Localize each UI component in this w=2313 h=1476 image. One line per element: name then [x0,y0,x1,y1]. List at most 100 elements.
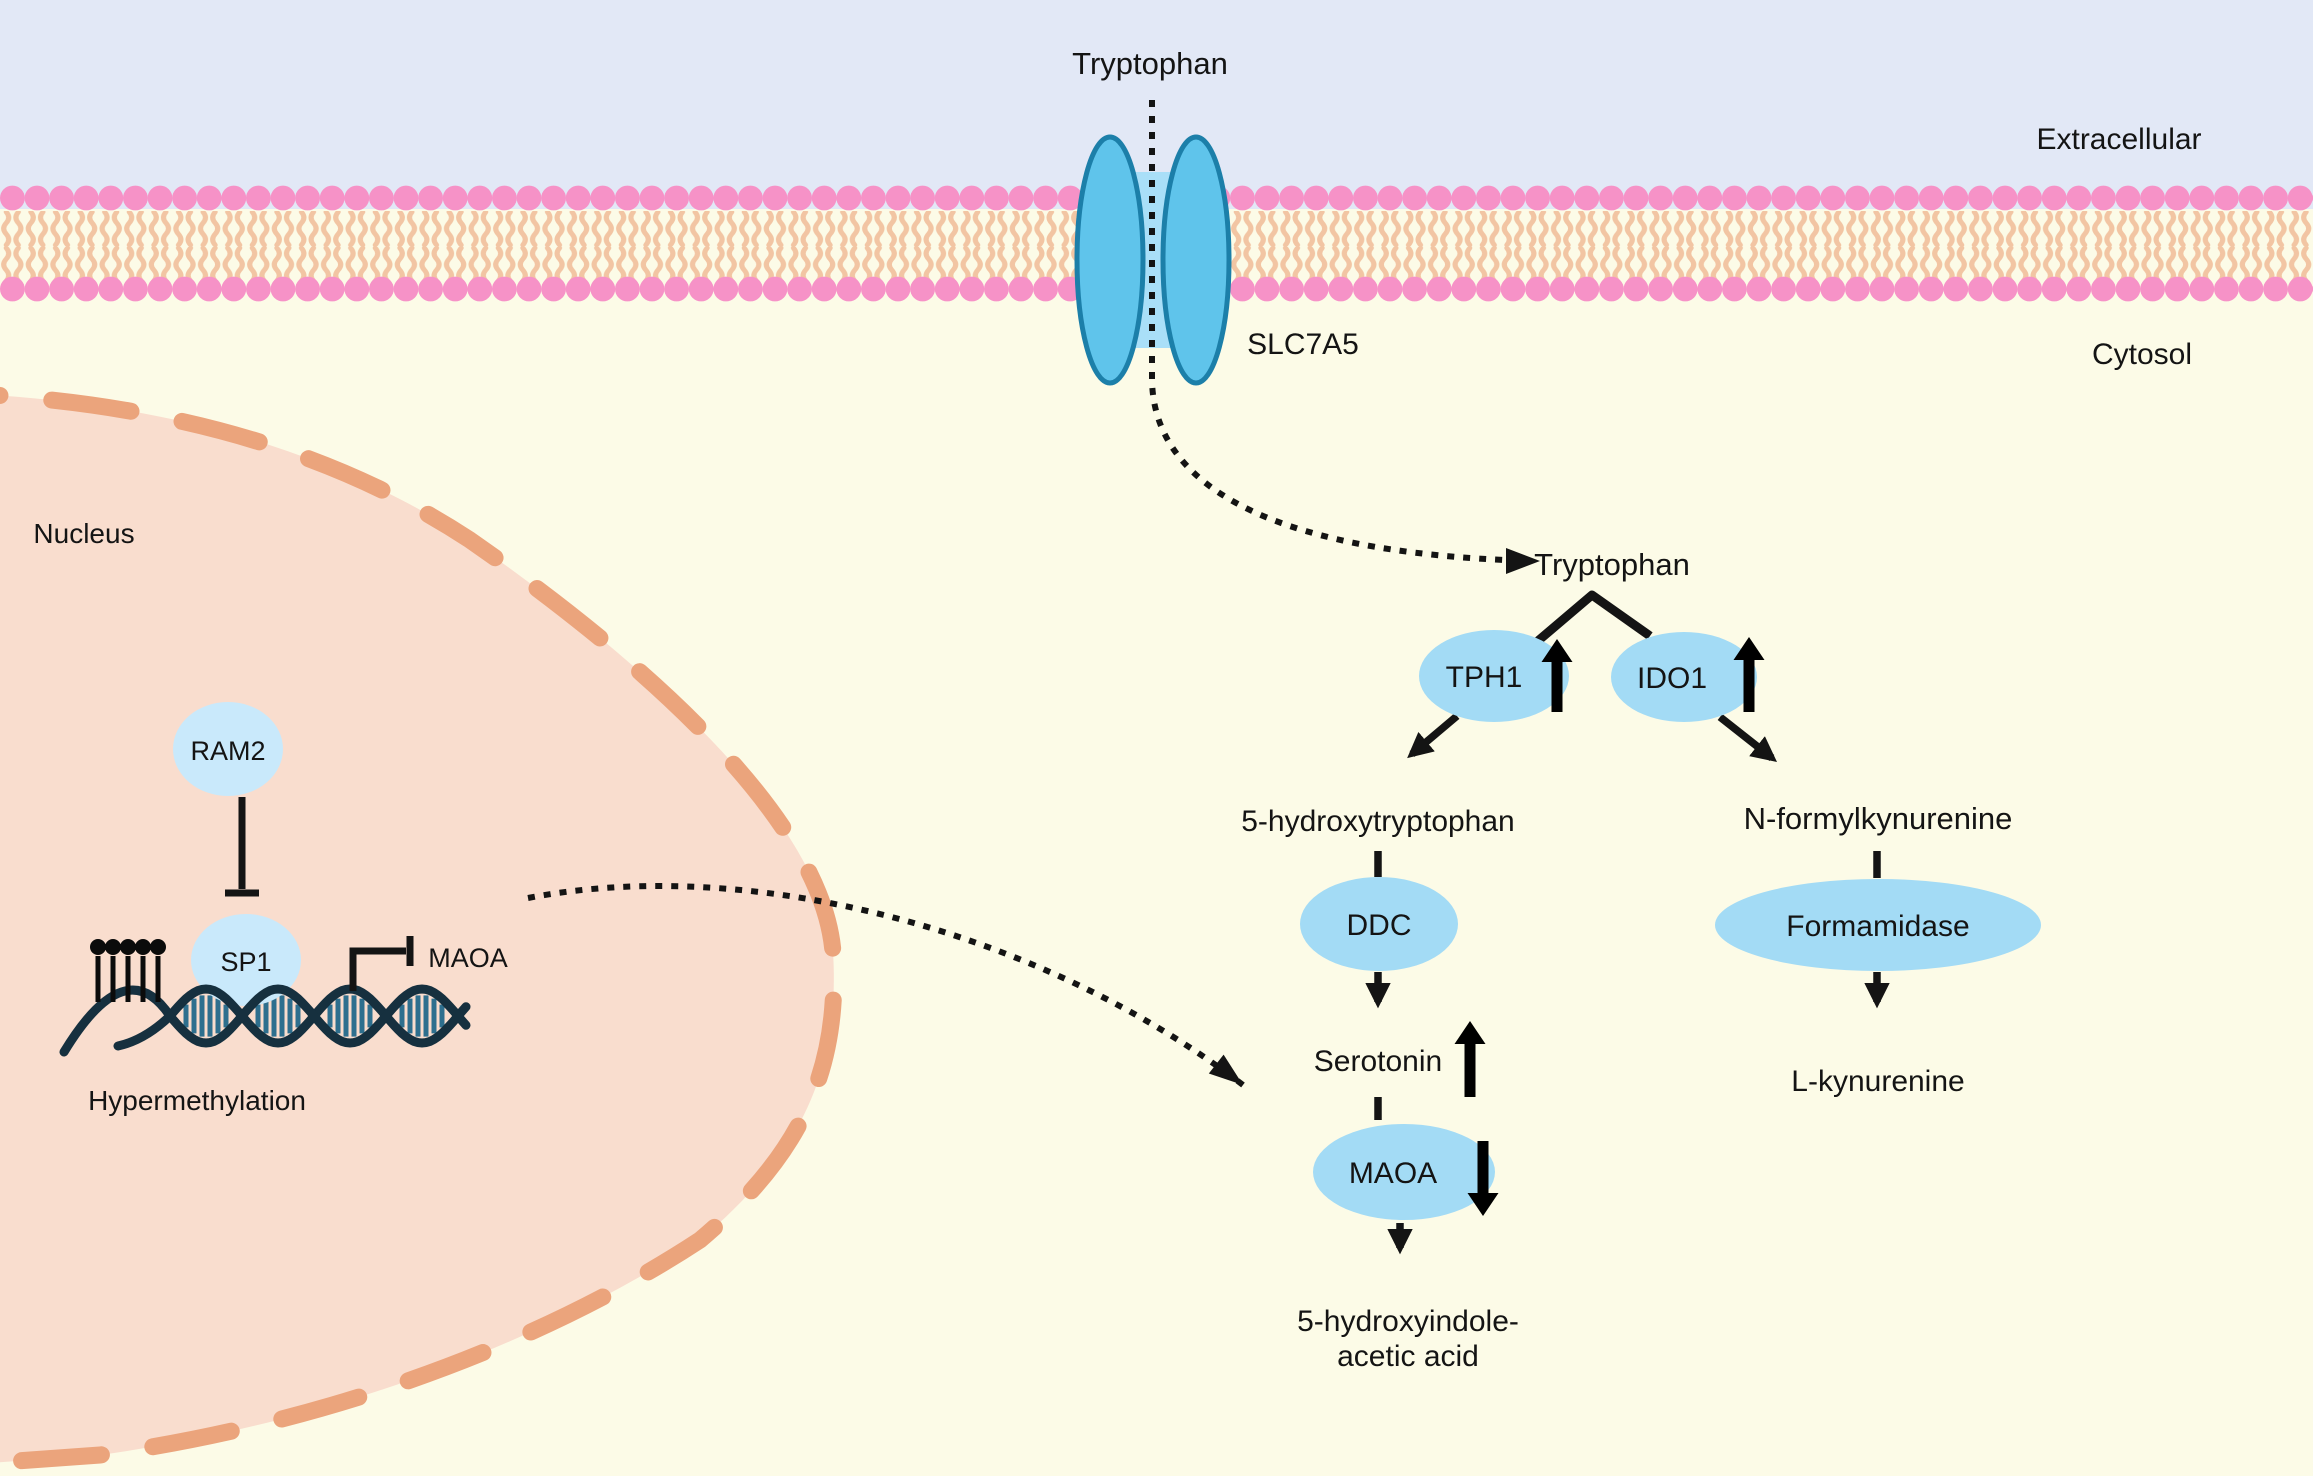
lipid-head [959,185,985,211]
lipid-head [516,276,542,302]
transporter-subunit-left [1074,134,1146,386]
lipid-head [344,276,370,302]
lipid-head [319,276,345,302]
lipid-head [147,276,173,302]
lipid-head [1672,185,1698,211]
lipid-head [1697,185,1723,211]
lipid-head [1525,185,1550,211]
lipid-head [762,276,788,302]
lipid-head [811,185,837,211]
lipid-head [24,276,50,302]
gene-maoa-label: MAOA [428,943,508,973]
lipid-head [2017,276,2042,302]
lipid-head [2238,276,2264,302]
methylation-circle-icon [150,939,166,955]
lipid-head [934,276,960,302]
nucleus-label: Nucleus [33,518,134,549]
lipid-head [1672,276,1698,302]
tph1-enzyme [1419,630,1569,722]
lipid-head [1869,185,1895,211]
nucleus-to-maoa-arrowhead [1208,1054,1243,1085]
regulation-arrows [1454,637,1765,1216]
lipid-head [1623,276,1649,302]
lipid-head [1549,185,1575,211]
lipid-head [885,185,911,211]
nucleus [0,386,843,1471]
lipid-head [1476,276,1501,302]
lipid-head [984,276,1009,302]
lipid-head [1894,276,1919,302]
lipid-head [664,276,689,302]
lipid-head [1992,185,2018,211]
lipid-head [1795,185,1821,211]
dna-left-tail [113,1011,175,1051]
tph1-label: TPH1 [1446,661,1523,694]
lipid-head [393,276,419,302]
lipid-head [1771,276,1796,302]
lipid-head [492,276,517,302]
ddc-label: DDC [1347,909,1412,942]
sp1-label: SP1 [220,947,271,977]
lipid-head [615,276,640,302]
tph1-upregulation-arrow [1541,639,1573,712]
lipid-head [1377,185,1403,211]
lipid-head [516,185,542,211]
lipid-head [713,276,739,302]
sp1-node [191,914,301,1006]
ido1-enzyme [1611,632,1757,722]
lipid-head [1353,185,1378,211]
dna-base-pairs [183,995,445,1037]
lipid-head [2238,185,2264,211]
lipid-head [49,276,74,302]
lipid-head [2140,276,2166,302]
lipid-head [319,185,345,211]
lipid-head [246,276,271,302]
lipid-head [122,185,148,211]
lipid-head [2287,185,2313,211]
lipid-head [541,276,566,302]
lipid-head [639,185,665,211]
lipid-head [1943,185,1969,211]
cytosol-label: Cytosol [2092,338,2192,371]
methylation-circle-icon [135,939,151,955]
formamidase-label: Formamidase [1786,910,1969,943]
lipid-head [2164,276,2190,302]
hypermethylation-label: Hypermethylation [88,1085,306,1116]
lipid-head [1254,276,1280,302]
lipid-head [1574,185,1600,211]
lipid-head [246,185,271,211]
lipid-head [1968,185,1993,211]
lipid-head [1845,185,1870,211]
slc7a5-label: SLC7A5 [1247,328,1359,361]
lipid-head [172,276,198,302]
lipid-head [0,276,25,302]
lipid-head [1746,185,1772,211]
methylation-circle-icon [105,939,121,955]
lipid-head [221,185,247,211]
lipid-head [1746,276,1772,302]
lipid-head [713,185,739,211]
lipid-head [1918,276,1944,302]
lipid-head [1476,185,1501,211]
maoa-enzyme [1313,1124,1495,1220]
dna-strand-top [165,984,471,1048]
tryptophan-cytosol-label: Tryptophan [1534,547,1690,582]
lipid-head [1426,276,1452,302]
lipid-head [1722,276,1747,302]
lipid-head [344,185,370,211]
lipid-head [787,185,812,211]
lipid-head [393,185,419,211]
lipid-head [639,276,665,302]
lipid-head [1328,185,1354,211]
lipid-head [270,276,296,302]
gene-repression-arrow [349,947,406,991]
lipid-head [2214,185,2239,211]
lipid-head [73,185,99,211]
lipid-head [1599,185,1624,211]
lipid-head [369,185,394,211]
lipid-head [1820,185,1846,211]
lipid-head [836,185,862,211]
ddc-enzyme [1300,877,1458,971]
lipid-head [467,185,493,211]
